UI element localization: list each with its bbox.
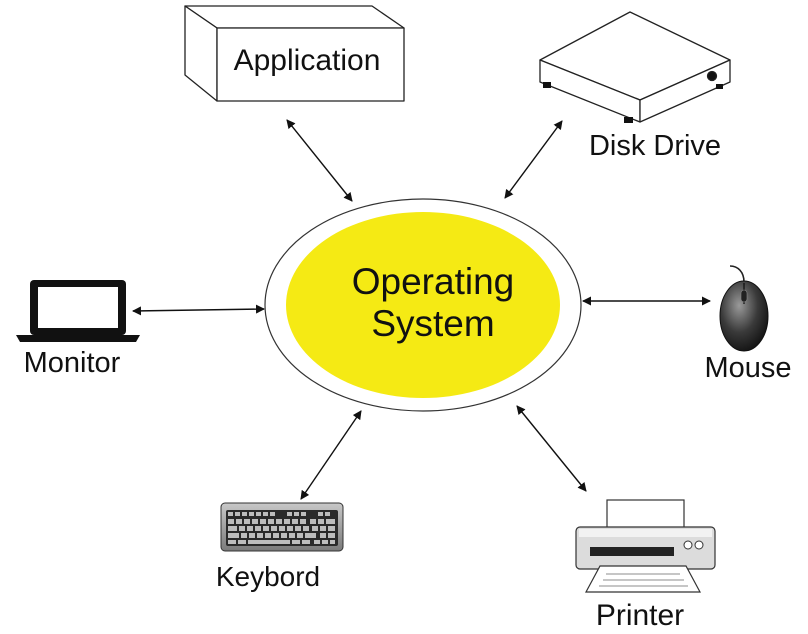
keyboard-label: Keybord [216, 561, 320, 592]
os-label-line1: Operating [352, 261, 515, 302]
mouse-icon [719, 265, 769, 352]
os-label-line2: System [371, 303, 494, 344]
monitor-icon [16, 280, 140, 342]
connector-monitor [132, 304, 265, 316]
printer-node: Printer [575, 499, 716, 632]
connector-printer [516, 405, 587, 492]
mouse-node: Mouse [704, 265, 792, 384]
disk-drive-label: Disk Drive [589, 130, 721, 162]
printer-label: Printer [596, 599, 684, 632]
monitor-node: Monitor [16, 280, 140, 379]
connector-disk-drive [504, 120, 563, 199]
application-label: Application [234, 44, 381, 77]
mouse-label: Mouse [704, 352, 791, 384]
printer-icon [575, 499, 716, 593]
application-node: Application [184, 5, 405, 102]
connector-keyboard [300, 410, 362, 500]
keyboard-node: Keybord [216, 502, 344, 592]
disk-drive-node: Disk Drive [539, 11, 731, 162]
monitor-label: Monitor [24, 347, 121, 379]
operating-system-node: Operating System [264, 198, 582, 412]
connectors [132, 119, 711, 500]
disk-drive-icon [539, 11, 731, 123]
os-inner-fill [286, 212, 560, 398]
connector-application [286, 119, 353, 202]
keyboard-icon [220, 502, 344, 552]
box-icon [184, 5, 405, 102]
